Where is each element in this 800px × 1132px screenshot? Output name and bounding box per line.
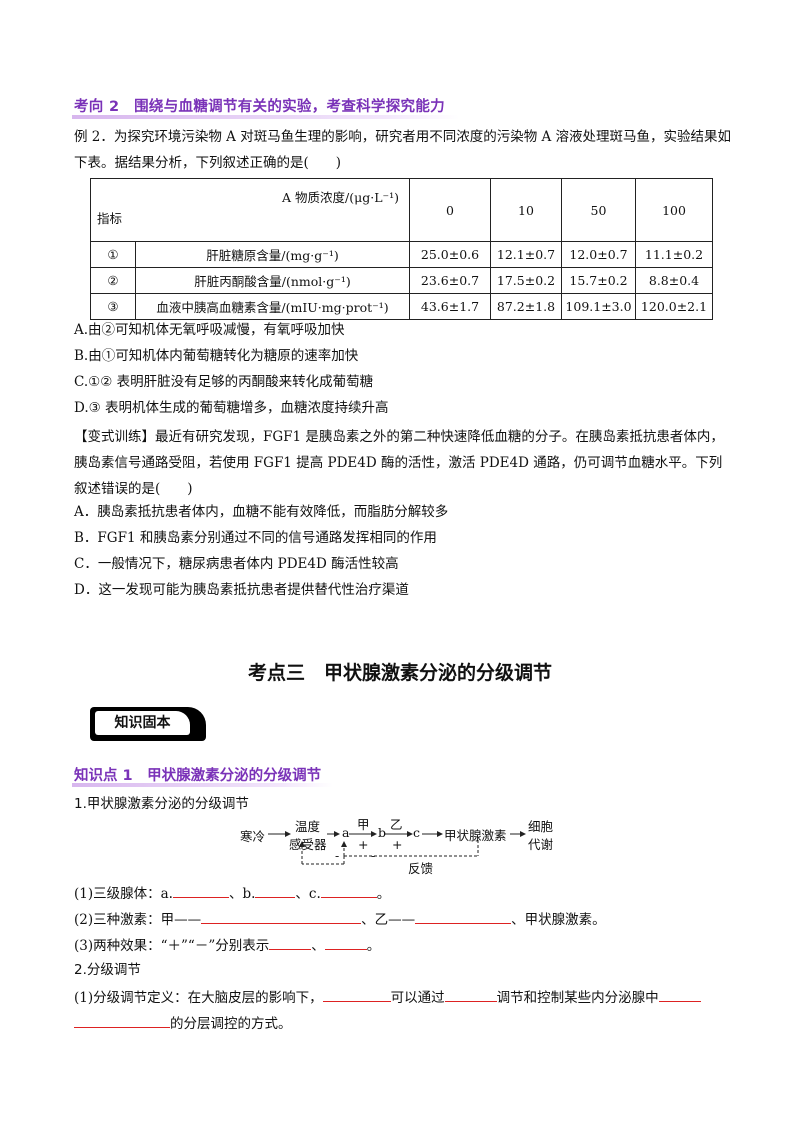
blank-def-3a[interactable]	[658, 986, 701, 1002]
row-index: ②	[90, 267, 136, 294]
example-option-c: C.①② 表明肝脏没有足够的丙酮酸来转化成葡萄糖	[74, 374, 374, 390]
conc-header: 0	[409, 178, 491, 242]
variant-option-a: A．胰岛素抵抗患者体内，血糖不能有效降低，而脂肪分解较多	[74, 504, 449, 520]
diagram-cold: 寒冷	[240, 829, 266, 844]
row-value: 43.6±1.7	[409, 293, 491, 320]
q2-line: (2)三种激素：甲—— 、乙—— 、甲状腺激素。	[74, 908, 606, 930]
q2-prefix: (2)三种激素：甲——	[74, 912, 202, 928]
row-value: 11.1±0.2	[635, 241, 713, 268]
header-concentration-label: A 物质浓度/(μg·L⁻¹)	[282, 190, 399, 205]
diagram-cell-top: 细胞	[528, 819, 554, 834]
table-corner-header: A 物质浓度/(μg·L⁻¹) 指标	[90, 178, 410, 242]
row-value: 12.1±0.7	[490, 241, 562, 268]
row-index: ③	[90, 293, 136, 320]
diagram-hormone-jia: 甲	[357, 817, 370, 832]
header-indicator-label: 指标	[97, 211, 123, 226]
q3-line: (3)两种效果：“＋”“－”分别表示 、 。	[74, 934, 380, 956]
row-value: 12.0±0.7	[561, 241, 636, 268]
table-row: ② 肝脏丙酮酸含量/(nmol·g⁻¹) 23.6±0.7 17.5±0.2 1…	[90, 267, 713, 294]
diagram-minus-1: -	[335, 848, 340, 863]
row-value: 109.1±3.0	[561, 293, 636, 320]
row-index: ①	[90, 241, 136, 268]
direction-heading: 考向 2 围绕与血糖调节有关的实验，考查科学探究能力	[72, 95, 459, 119]
data-table: A 物质浓度/(μg·L⁻¹) 指标 0 10 50 100 ① 肝脏糖原含量/…	[90, 178, 713, 320]
blank-a[interactable]	[172, 882, 229, 898]
variant-option-b: B．FGF1 和胰岛素分别通过不同的信号通路发挥相同的作用	[74, 530, 437, 546]
q1-prefix: (1)三级腺体：a.	[74, 886, 173, 902]
subheading-1: 1.甲状腺激素分泌的分级调节	[74, 796, 249, 812]
blank-hormone-jia[interactable]	[201, 908, 362, 924]
diagram-sensor-top: 温度	[295, 819, 321, 834]
blank-b[interactable]	[255, 882, 296, 898]
diagram-plus-1: +	[358, 837, 369, 852]
q1-end: 。	[376, 886, 391, 902]
row-value: 87.2±1.8	[490, 293, 562, 320]
diagram-node-b: b	[378, 825, 387, 840]
blank-plus[interactable]	[269, 934, 312, 950]
blank-minus[interactable]	[324, 934, 367, 950]
variant-intro: 【变式训练】最近有研究发现，FGF1 是胰岛素之外的第二种快速降低血糖的分子。在…	[74, 429, 724, 497]
q3-sep: 、	[311, 938, 325, 954]
row-value: 25.0±0.6	[409, 241, 491, 268]
subheading-2: 2.分级调节	[74, 962, 141, 978]
diagram-lines	[268, 831, 526, 865]
table-row: ③ 血液中胰高血糖素含量/(mIU·mg·prot⁻¹) 43.6±1.7 87…	[90, 293, 713, 320]
def-prefix: (1)分级调节定义：在大脑皮层的影响下，	[74, 990, 323, 1006]
q1-sep2: 、c.	[295, 886, 321, 902]
q1-line: (1)三级腺体：a. 、b. 、c. 。	[74, 882, 390, 904]
heading-underline	[72, 783, 334, 787]
q3-prefix: (3)两种效果：“＋”“－”分别表示	[74, 938, 270, 954]
blank-hormone-yi[interactable]	[415, 908, 512, 924]
example-option-b: B.由①可知机体内葡萄糖转化为糖原的速率加快	[74, 348, 359, 364]
definition-line-2: 的分层调控的方式。	[74, 1012, 292, 1034]
knowledge-badge: 知识固本	[90, 707, 206, 741]
diagram-minus-2: -	[371, 848, 376, 863]
conc-header: 100	[635, 178, 713, 242]
row-value: 8.8±0.4	[635, 267, 713, 294]
diagram-feedback: 反馈	[408, 861, 434, 876]
q2-sep2: 、甲状腺激素。	[511, 912, 606, 928]
row-name: 血液中胰高血糖素含量/(mIU·mg·prot⁻¹)	[135, 293, 410, 320]
example-option-d: D.③ 表明机体生成的葡萄糖增多，血糖浓度持续升高	[74, 400, 389, 416]
regulation-diagram: 寒冷 温度 感受器 a 甲 + b 乙 + c 甲状腺激素 细胞 代谢 - - …	[240, 816, 570, 876]
diagram-cell-bottom: 代谢	[528, 837, 554, 852]
row-name: 肝脏丙酮酸含量/(nmol·g⁻¹)	[135, 267, 410, 294]
row-value: 17.5±0.2	[490, 267, 562, 294]
knowledge-badge-label: 知识固本	[95, 711, 190, 735]
table-header-row: A 物质浓度/(μg·L⁻¹) 指标 0 10 50 100	[90, 178, 713, 242]
def-mid2: 调节和控制某些内分泌腺中	[496, 990, 659, 1006]
diagram-plus-2: +	[392, 837, 403, 852]
diagram-hormone-yi: 乙	[390, 817, 403, 832]
example-question: 例 2．为探究环境污染物 A 对斑马鱼生理的影响，研究者用不同浓度的污染物 A …	[74, 129, 732, 171]
conc-header: 50	[561, 178, 636, 242]
section-title: 考点三 甲状腺激素分泌的分级调节	[247, 662, 552, 684]
conc-header: 10	[490, 178, 562, 242]
diagram-node-a: a	[342, 825, 350, 840]
blank-def-2[interactable]	[444, 986, 497, 1002]
blank-def-3b[interactable]	[74, 1012, 170, 1028]
knowledge-point-heading: 知识点 1 甲状腺激素分泌的分级调节	[72, 764, 334, 787]
row-value: 23.6±0.7	[409, 267, 491, 294]
diagram-sensor-bottom: 感受器	[289, 837, 327, 852]
knowledge-point-heading-text: 知识点 1 甲状腺激素分泌的分级调节	[74, 768, 322, 784]
table-row: ① 肝脏糖原含量/(mg·g⁻¹) 25.0±0.6 12.1±0.7 12.0…	[90, 241, 713, 268]
heading-underline	[72, 115, 459, 119]
def-end: 的分层调控的方式。	[170, 1016, 292, 1032]
q3-end: 。	[366, 938, 381, 954]
variant-option-d: D．这一发现可能为胰岛素抵抗患者提供替代性治疗渠道	[74, 582, 409, 598]
example-option-a: A.由②可知机体无氧呼吸减慢，有氧呼吸加快	[74, 322, 345, 338]
definition-line-1: (1)分级调节定义：在大脑皮层的影响下， 可以通过 调节和控制某些内分泌腺中	[74, 986, 701, 1008]
diagram-thyroid-hormone: 甲状腺激素	[444, 828, 507, 843]
row-value: 120.0±2.1	[635, 293, 713, 320]
def-mid1: 可以通过	[390, 990, 445, 1006]
q1-sep1: 、b.	[228, 886, 256, 902]
blank-c[interactable]	[320, 882, 377, 898]
q2-sep1: 、乙——	[361, 912, 416, 928]
direction-heading-text: 考向 2 围绕与血糖调节有关的实验，考查科学探究能力	[74, 99, 445, 115]
variant-option-c: C．一般情况下，糖尿病患者体内 PDE4D 酶活性较高	[74, 556, 399, 572]
blank-def-1[interactable]	[322, 986, 391, 1002]
diagram-node-c: c	[413, 825, 421, 840]
row-name: 肝脏糖原含量/(mg·g⁻¹)	[135, 241, 410, 268]
row-value: 15.7±0.2	[561, 267, 636, 294]
